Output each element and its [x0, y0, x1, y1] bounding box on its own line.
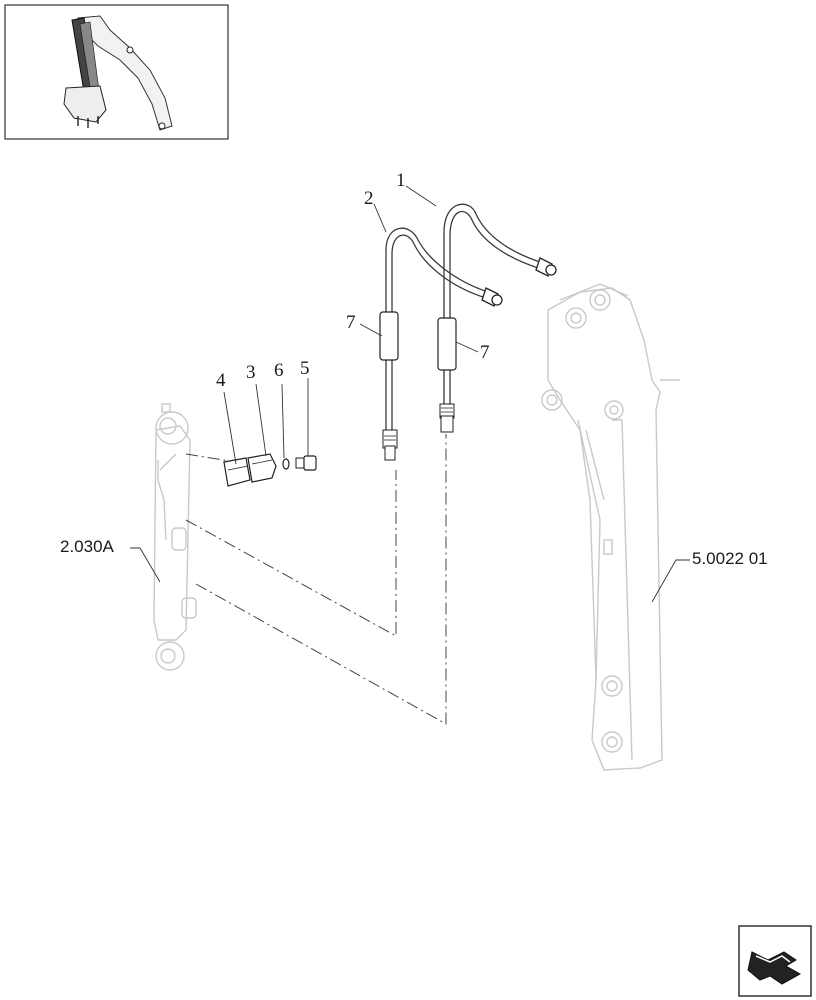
sleeve-7-left [379, 311, 399, 361]
hose-fitting-left [382, 429, 398, 461]
clamp-3 [247, 453, 277, 483]
reference-cylinder-label: 2.030A [60, 537, 115, 556]
callout-1: 1 [396, 170, 406, 191]
cylinder-outline [153, 403, 197, 671]
excavator-thumbnail-icon [4, 4, 229, 140]
sleeve-7-right [437, 317, 457, 371]
callout-6: 6 [274, 360, 284, 381]
callout-3: 3 [246, 362, 256, 383]
callout-4: 4 [216, 370, 226, 391]
hose-fitting-right [439, 403, 455, 433]
bolt-5 [295, 455, 317, 471]
arm-outline [541, 283, 680, 771]
reference-arm-label: 5.0022 01 [692, 549, 768, 568]
washer-6 [282, 458, 290, 470]
leader-lines [130, 185, 690, 603]
callout-7-left: 7 [346, 312, 356, 333]
callout-2: 2 [364, 188, 374, 209]
callout-7-right: 7 [480, 342, 490, 363]
connection-lines [185, 434, 447, 725]
hose-1 [443, 203, 557, 420]
clamp-4 [223, 457, 251, 487]
callout-5: 5 [300, 358, 310, 379]
hose-2 [385, 227, 503, 440]
next-page-arrow-icon[interactable] [738, 925, 812, 997]
